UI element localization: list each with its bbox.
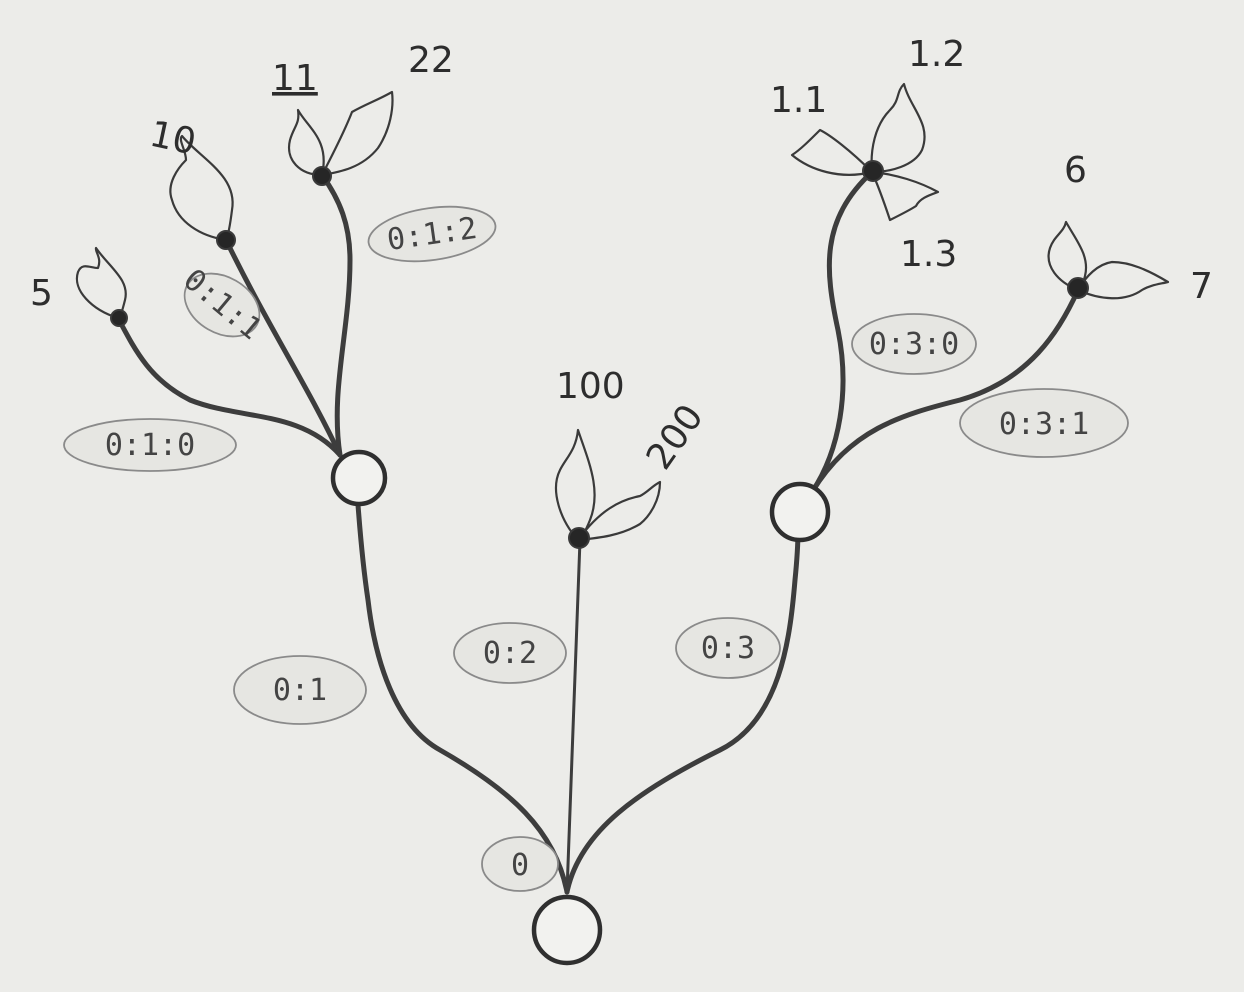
leaf-label-5: 5 bbox=[30, 273, 53, 314]
edge-label-0-1-0: 0:1:0 bbox=[63, 418, 237, 472]
leaf-label-6: 6 bbox=[1064, 150, 1087, 191]
edge-label-0-3-1: 0:3:1 bbox=[959, 388, 1129, 458]
edge-label-0-3: 0:3 bbox=[675, 617, 781, 679]
flower-center-dot bbox=[110, 309, 128, 327]
leaf-label-7: 7 bbox=[1190, 266, 1213, 307]
edge-label-0-3-0: 0:3:0 bbox=[851, 313, 977, 375]
flower-0-3-1 bbox=[1047, 220, 1170, 300]
edge-label-root: 0 bbox=[481, 836, 559, 892]
flower-0-3-0 bbox=[790, 82, 940, 222]
flower-center-dot bbox=[216, 230, 236, 250]
leaf-label-10: 10 bbox=[146, 114, 199, 164]
edge-label-0-1-text: 0:1 bbox=[273, 673, 327, 708]
leaf-label-11: 11 bbox=[272, 58, 318, 99]
leaf-label-100: 100 bbox=[556, 366, 625, 407]
flower-0-1-0 bbox=[75, 246, 127, 320]
edge-label-0-1-0-text: 0:1:0 bbox=[105, 428, 195, 463]
flower-center-dot bbox=[1067, 277, 1089, 299]
flower-0-2 bbox=[555, 428, 662, 542]
leaf-label-200: 200 bbox=[639, 397, 712, 477]
edge-label-0-3-text: 0:3 bbox=[701, 631, 755, 666]
edge-label-0-1-1: 0:1:1 bbox=[176, 262, 268, 347]
edge-label-0-2-text: 0:2 bbox=[483, 636, 537, 671]
edge-label-0-3-1-text: 0:3:1 bbox=[999, 407, 1089, 442]
twig-3-1-stem bbox=[809, 287, 1081, 495]
leaf-label-22: 22 bbox=[408, 40, 454, 81]
leaf-label-1-1: 1.1 bbox=[770, 80, 827, 121]
flower-center-dot bbox=[862, 160, 884, 182]
trunk-left-stem bbox=[355, 502, 570, 895]
twig-1-0-stem bbox=[115, 315, 343, 458]
edge-label-0-1: 0:1 bbox=[233, 655, 367, 725]
twig-1-2-stem bbox=[319, 172, 353, 458]
twig-1-1-stem bbox=[223, 237, 343, 458]
edge-label-root-text: 0 bbox=[511, 848, 529, 883]
flower-center-dot bbox=[568, 527, 590, 549]
trunk-middle-stem bbox=[565, 538, 582, 894]
edge-label-0-3-0-text: 0:3:0 bbox=[869, 327, 959, 362]
edge-label-0-1-2: 0:1:2 bbox=[367, 205, 497, 263]
twig-3-0-stem bbox=[809, 169, 875, 495]
flower-0-1-2 bbox=[287, 90, 394, 177]
left-branch-node bbox=[330, 449, 388, 507]
edge-label-0-2: 0:2 bbox=[453, 622, 567, 684]
trunk-right-stem bbox=[564, 527, 801, 895]
right-branch-node bbox=[769, 481, 831, 543]
leaf-label-1-2: 1.2 bbox=[908, 34, 965, 75]
root-node bbox=[531, 894, 603, 966]
leaf-label-1-3: 1.3 bbox=[900, 234, 957, 275]
flower-0-1-1 bbox=[169, 134, 234, 242]
flower-center-dot bbox=[312, 166, 332, 186]
